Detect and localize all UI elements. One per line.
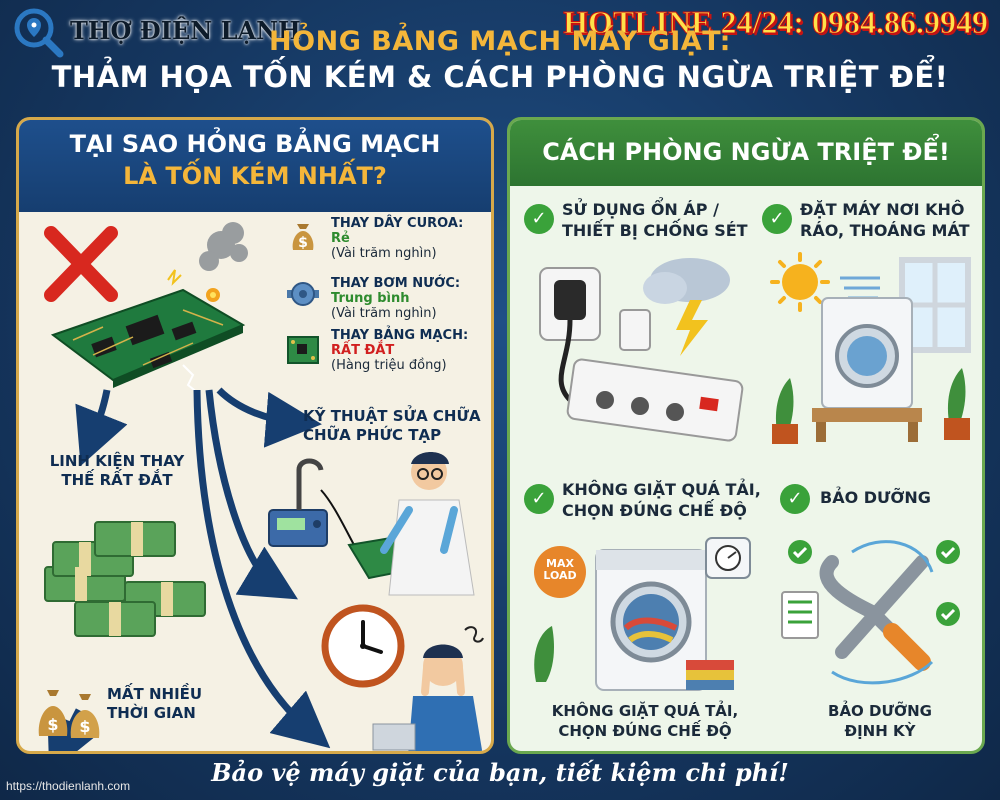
broken-circuit-board-illustration [44, 222, 248, 394]
tip-line: RÁO, THOÁNG MÁT [800, 220, 970, 240]
caption-line: KHÔNG GIẶT QUÁ TẢI, [551, 702, 739, 720]
tip-line: THIẾT BỊ CHỐNG SÉT [562, 220, 748, 240]
circuit-board-icon [287, 336, 319, 364]
brand-name: THỢ ĐIỆN LẠNH [70, 16, 301, 45]
hotline[interactable]: HOTLINE 24/24: 0984.86.9949 [563, 4, 989, 41]
tip-dry-cool-place: ĐẶT MÁY NƠI KHÔ RÁO, THOÁNG MÁT [800, 200, 970, 242]
washer-by-window-illustration [770, 252, 971, 444]
label-much-time: MẤT NHIỀU THỜI GIAN [107, 685, 202, 723]
label-line: THỜI GIAN [107, 703, 196, 722]
page-title-line1: HỎNG BẢNG MẠCH MÁY GIẶT: [269, 26, 731, 57]
clock-icon [321, 604, 405, 688]
tip-line: KHÔNG GIẶT QUÁ TẢI, [562, 480, 761, 499]
cost-note: (Vài trăm nghìn) [331, 306, 437, 321]
max-text: MAX [546, 557, 574, 570]
money-bags-icon: $ $ [38, 690, 100, 738]
check-icon: ✓ [524, 204, 554, 234]
cost-title: THAY DÂY CUROA: [331, 216, 464, 231]
why-heading-line2: LÀ TỐN KÉM NHẤT? [123, 162, 387, 190]
footer-url-link[interactable]: https://thodienlanh.com [6, 779, 131, 793]
label-line: CHỮA PHỨC TẠP [303, 425, 442, 444]
sun-icon [770, 252, 830, 312]
footer-slogan: Bảo vệ máy giặt của bạn, tiết kiệm chi p… [211, 758, 789, 787]
cost-item-pump: THAY BƠM NƯỚC: Trung bình (Vài trăm nghì… [331, 276, 460, 321]
cost-title: THAY BƠM NƯỚC: [331, 276, 461, 291]
money-bag-icon: $ [292, 224, 314, 251]
check-icon: ✓ [524, 484, 554, 514]
tip-maintenance: BẢO DƯỠNG [820, 488, 931, 507]
max-load-badge [534, 546, 586, 598]
prevention-panel: CÁCH PHÒNG NGỪA TRIỆT ĐỂ! ✓ SỬ DỤNG ỔN Á… [507, 117, 985, 754]
brand-logo: THỢ ĐIỆN LẠNH [8, 4, 308, 60]
label-expensive-components: LINH KIỆN THAY THẾ RẤT ĐẮT [37, 452, 197, 490]
cost-item-board: THAY BẢNG MẠCH: RẤT ĐẮT (Hàng triệu đồng… [331, 328, 468, 373]
svg-text:$: $ [79, 717, 90, 736]
arrow-to-components [75, 389, 128, 466]
svg-text:$: $ [47, 715, 58, 734]
cost-note: (Vài trăm nghìn) [331, 246, 437, 261]
label-complex-repair: KỸ THUẬT SỬA CHỮA CHỮA PHỨC TẠP [303, 407, 481, 445]
tip-no-overload: KHÔNG GIẶT QUÁ TẢI, CHỌN ĐÚNG CHẾ ĐỘ [562, 480, 761, 522]
water-pump-icon [287, 282, 319, 306]
label-line: THẾ RẤT ĐẮT [61, 470, 173, 489]
surge-protector-illustration [539, 258, 744, 442]
cost-value: Trung bình [331, 291, 410, 306]
why-expensive-heading: TẠI SAO HỎNG BẢNG MẠCH LÀ TỐN KÉM NHẤT? [19, 120, 491, 212]
prevention-heading: CÁCH PHÒNG NGỪA TRIỆT ĐỂ! [510, 120, 982, 186]
caption-no-overload: KHÔNG GIẶT QUÁ TẢI, CHỌN ĐÚNG CHẾ ĐỘ [540, 702, 750, 741]
check-icon: ✓ [780, 484, 810, 514]
cost-title: THAY BẢNG MẠCH: [331, 328, 469, 343]
arrow-to-clock [193, 389, 331, 749]
svg-text:$: $ [298, 235, 308, 251]
tip-line: ĐẶT MÁY NƠI KHÔ [800, 200, 965, 219]
why-expensive-panel: TẠI SAO HỎNG BẢNG MẠCH LÀ TỐN KÉM NHẤT? … [16, 117, 494, 754]
caption-line: CHỌN ĐÚNG CHẾ ĐỘ [558, 721, 732, 740]
cost-value: Rẻ [331, 231, 350, 246]
caption-line: ĐỊNH KỲ [844, 721, 916, 740]
storm-cloud-icon [643, 258, 730, 356]
label-line: KỸ THUẬT SỬA CHỮA [303, 407, 481, 425]
red-x-icon [44, 226, 118, 302]
label-line: MẤT NHIỀU [107, 685, 203, 703]
cost-note: (Hàng triệu đồng) [331, 358, 447, 373]
flow-arrows [47, 387, 331, 751]
cost-value: RẤT ĐẮT [331, 343, 395, 358]
label-line: LINH KIỆN THAY [49, 452, 185, 470]
caption-line: BẢO DƯỠNG [828, 702, 932, 720]
page-title-line2: THẢM HỌA TỐN KÉM & CÁCH PHÒNG NGỪA TRIỆT… [51, 60, 949, 94]
arrow-to-technician [205, 389, 298, 600]
magnifier-pin-icon [14, 8, 64, 58]
caption-periodic-maintenance: BẢO DƯỠNG ĐỊNH KỲ [800, 702, 960, 741]
arrow-to-time [47, 708, 99, 751]
max-load-text: MAX LOAD [538, 557, 582, 583]
tools-maintenance-illustration [781, 540, 960, 685]
tip-surge-protector: SỬ DỤNG ỔN ÁP / THIẾT BỊ CHỐNG SÉT [562, 200, 748, 242]
tip-line: SỬ DỤNG ỔN ÁP / [562, 200, 719, 219]
check-icon: ✓ [762, 204, 792, 234]
load-text: LOAD [543, 569, 577, 583]
stressed-man-clock-illustration [321, 604, 484, 751]
technician-soldering-illustration [268, 452, 475, 596]
washer-max-load-illustration [534, 537, 751, 691]
money-stack-illustration [44, 521, 206, 637]
smoke-icon [199, 222, 248, 271]
arrow-to-repair [216, 387, 322, 448]
why-heading-line1: TẠI SAO HỎNG BẢNG MẠCH [69, 130, 441, 158]
cost-item-belt: THAY DÂY CUROA: Rẻ (Vài trăm nghìn) [331, 216, 463, 261]
tip-line: CHỌN ĐÚNG CHẾ ĐỘ [562, 500, 747, 520]
